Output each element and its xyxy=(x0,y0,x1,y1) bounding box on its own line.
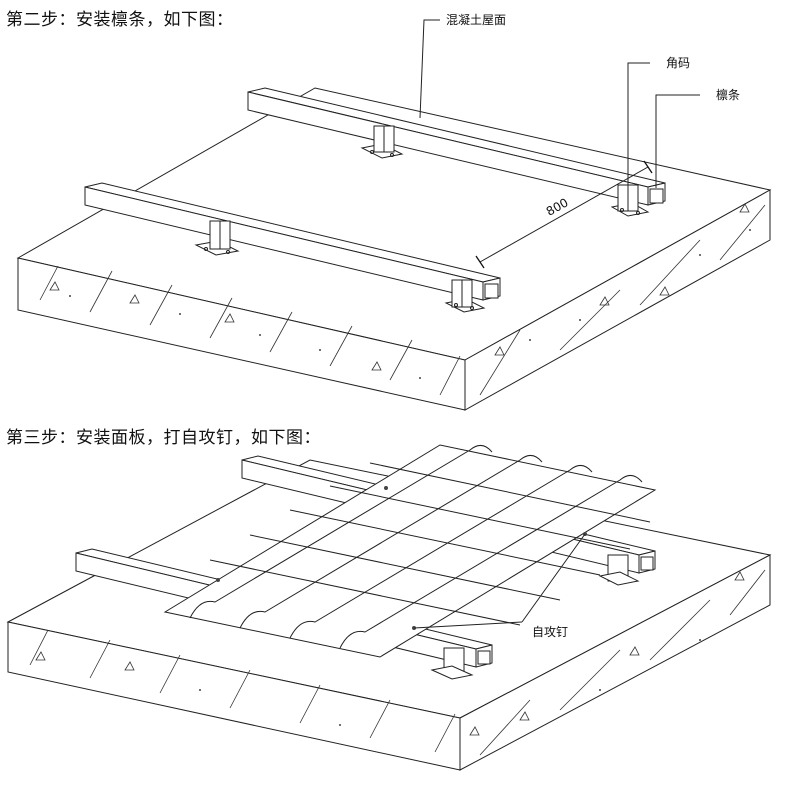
step3-diagram: 自攻钉 xyxy=(6,444,772,771)
concrete-slab xyxy=(16,87,772,411)
callout-roof: 混凝土屋面 xyxy=(419,12,506,119)
step3-title: 第三步：安装面板，打自攻钉，如下图： xyxy=(6,428,321,448)
callout-screw: 自攻钉 xyxy=(413,533,586,639)
purlin-back xyxy=(247,87,666,206)
bracket-back-1 xyxy=(360,125,404,159)
roof-panel xyxy=(163,444,657,658)
callout-screw-label: 自攻钉 xyxy=(532,625,568,639)
callout-bracket: 角码 xyxy=(627,56,690,188)
purlin-front xyxy=(84,182,501,301)
bracket-front-2 xyxy=(444,279,486,313)
callout-purlin-label: 檩条 xyxy=(716,87,740,102)
bracket-front-1 xyxy=(194,220,240,256)
step2-diagram: 800 混凝土屋面 角码 檩条 xyxy=(16,12,772,411)
callout-purlin: 檩条 xyxy=(655,87,740,188)
callout-bracket-label: 角码 xyxy=(666,56,690,70)
callout-roof-label: 混凝土屋面 xyxy=(446,12,506,27)
bracket-back-2 xyxy=(610,184,650,217)
step2-title: 第二步：安装檩条，如下图： xyxy=(6,10,234,30)
